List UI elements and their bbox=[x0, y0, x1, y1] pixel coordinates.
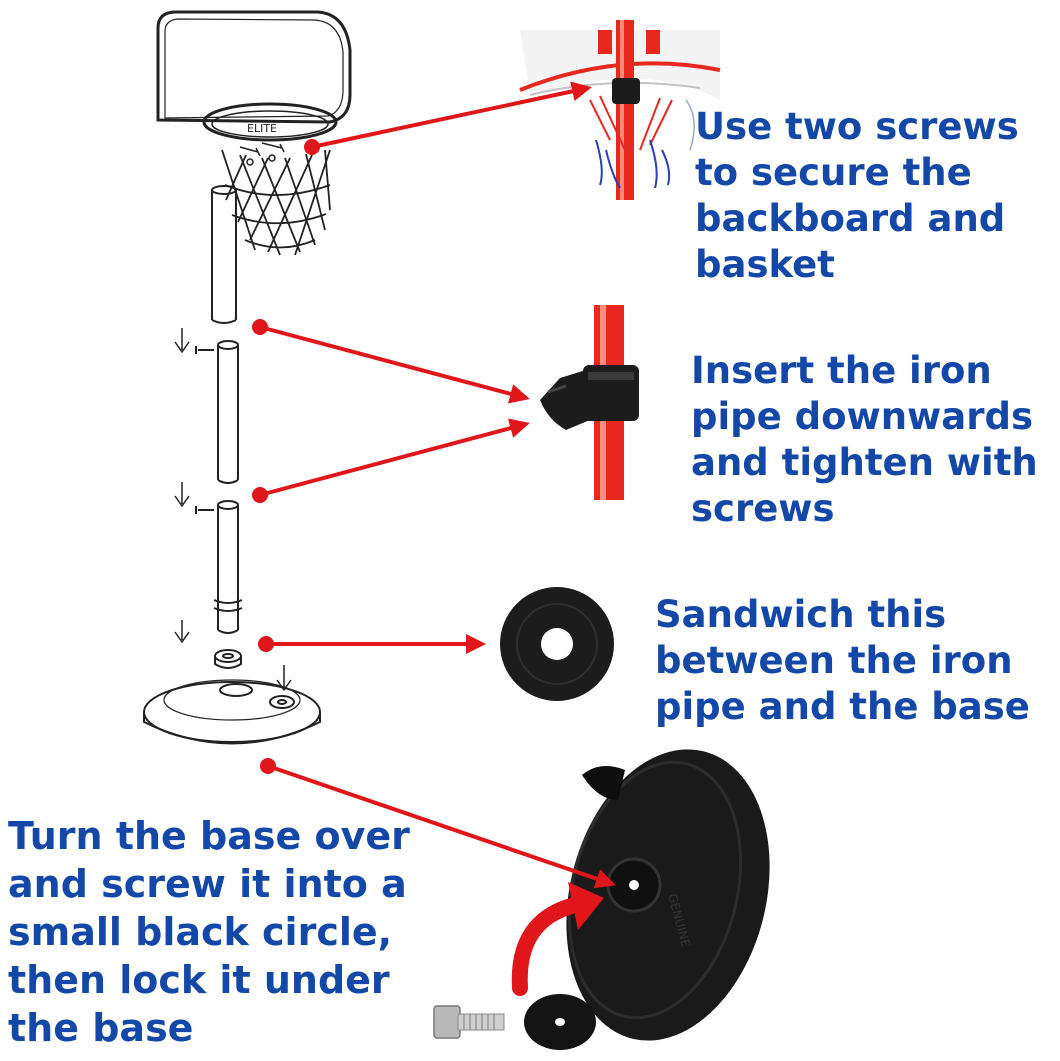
caption-line: small black circle, bbox=[8, 910, 393, 954]
base-drawing bbox=[143, 679, 321, 745]
basket-net-drawing bbox=[221, 149, 331, 256]
caption-line: then lock it under bbox=[8, 958, 390, 1002]
callout-arrow-pipe-lower bbox=[252, 418, 530, 503]
curved-arrow-icon bbox=[511, 882, 604, 996]
caption-pipe: Insert the iron pipe downwards and tight… bbox=[691, 348, 1038, 532]
caption-line: basket bbox=[695, 243, 835, 286]
caption-line: screws bbox=[691, 487, 835, 530]
caption-line: to secure the bbox=[695, 151, 972, 194]
caption-base: Turn the base over and screw it into a s… bbox=[8, 812, 410, 1052]
backboard-drawing: ELITE bbox=[156, 10, 352, 135]
backboard-logo: ELITE bbox=[247, 122, 277, 135]
rubber-washer-photo bbox=[524, 994, 596, 1050]
caption-line: Use two screws bbox=[695, 105, 1019, 148]
caption-line: and tighten with bbox=[691, 441, 1038, 484]
rim-screws-drawing bbox=[239, 142, 285, 166]
base-underside-photo: GENUINE bbox=[566, 749, 770, 1041]
washer-photo bbox=[500, 587, 614, 701]
callout-arrows bbox=[252, 81, 616, 889]
pipe-middle-drawing bbox=[195, 340, 239, 484]
caption-line: Insert the iron bbox=[691, 349, 992, 392]
caption-line: Sandwich this bbox=[655, 593, 947, 636]
caption-line: between the iron bbox=[655, 639, 1013, 682]
caption-backboard: Use two screws to secure the backboard a… bbox=[695, 104, 1019, 288]
callout-arrow-washer bbox=[258, 634, 486, 654]
exploded-view-drawing: ELITE bbox=[143, 10, 352, 745]
bolt-photo bbox=[433, 1005, 505, 1039]
caption-line: the base bbox=[8, 1006, 194, 1050]
callout-arrow-base bbox=[260, 758, 616, 889]
pipe-bottom-drawing bbox=[195, 500, 243, 634]
callout-arrow-backboard bbox=[304, 81, 592, 155]
basket-rim-drawing bbox=[202, 102, 338, 142]
pipe-top-drawing bbox=[211, 185, 237, 324]
pipe-knob-photo bbox=[540, 305, 639, 500]
caption-line: backboard and bbox=[695, 197, 1006, 240]
down-arrow-icons bbox=[174, 328, 292, 692]
caption-line: pipe downwards bbox=[691, 395, 1033, 438]
caption-line: and screw it into a bbox=[8, 862, 407, 906]
caption-line: Turn the base over bbox=[8, 814, 410, 858]
backboard-clamp-photo bbox=[519, 20, 721, 200]
caption-washer: Sandwich this between the iron pipe and … bbox=[655, 592, 1030, 730]
callout-arrow-pipe-upper bbox=[252, 319, 530, 404]
washer-drawing bbox=[214, 649, 242, 669]
caption-line: pipe and the base bbox=[655, 685, 1030, 728]
